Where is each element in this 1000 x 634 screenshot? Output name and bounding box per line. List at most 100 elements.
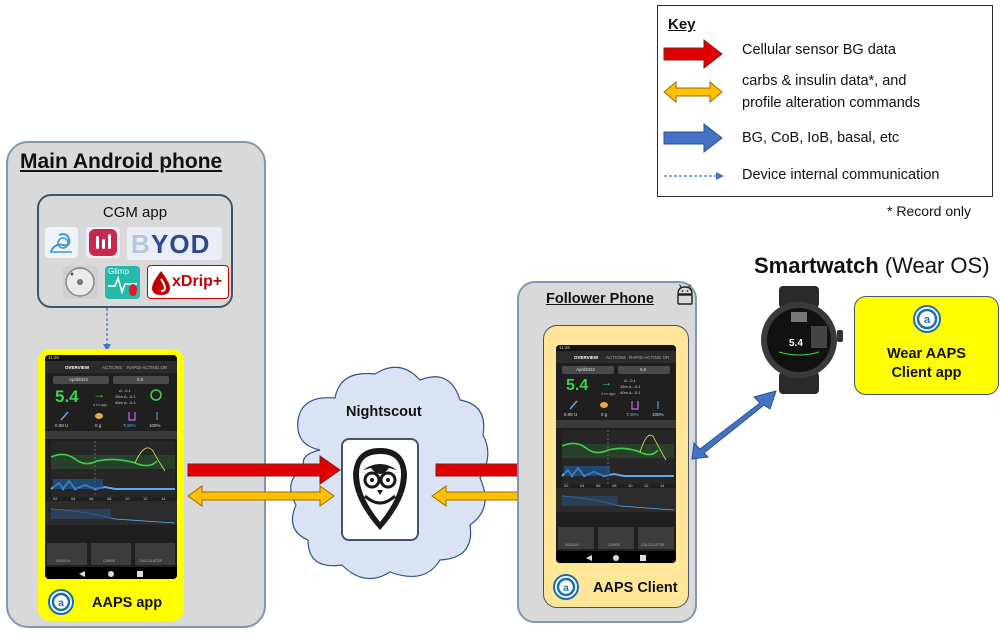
nightscout-owl-icon [353,448,407,530]
main-basal: T:40% [123,423,136,428]
follower-insulin-button[interactable] [558,527,594,549]
main-phone-screen: 11:26 OVERVIEW ACTIONS RAPID-ACTING OR A… [45,355,177,579]
follower-axis-4: 10 [628,483,633,488]
follower-axis-2: 06 [596,483,601,488]
aaps-app-logo-icon: a [48,589,74,615]
nightscout-logo-box [341,438,419,541]
key-blue-arrow [663,122,723,154]
glimp-app-icon: Glimp [105,266,140,299]
main-status-icons [60,411,158,421]
byod-logo-icon: B YOD [127,227,222,260]
follower-axis-0: 02 [564,483,569,488]
main-cob: 0 g [95,423,102,428]
wear-aaps-client-label: Wear AAPS Client app [887,346,966,381]
follower-insulin-label: INSULIN [565,543,579,547]
main-insulin-button[interactable] [47,543,87,565]
follower-axis-6: 14 [660,483,665,488]
red-arrow-main-to-ns [187,455,341,485]
follower-tab-rapid[interactable]: RAPID-ACTING OR [629,355,670,360]
svg-text:a: a [924,314,931,326]
follower-tab-overview[interactable]: OVERVIEW [574,355,599,360]
aaps-app-label: AAPS app [92,595,163,611]
main-tab-actions[interactable]: ACTIONS [102,365,123,370]
internal-dotted-arrow [103,308,111,351]
record-only-note: * Record only [887,203,972,219]
main-axis-6: 14 [161,496,166,501]
follower-axis-5: 12 [644,483,649,488]
smartwatch-icon: 5.4 [761,286,843,394]
follower-status-icons [569,400,659,410]
follower-phone-title: Follower Phone [546,291,654,307]
main-bg-value: 5.4 [55,387,79,406]
key-orange-double-arrow [663,80,723,104]
follower-calculator-button[interactable] [638,527,674,549]
follower-nav-bar [556,551,676,563]
nightscout-title: Nightscout [346,404,422,420]
xdrip-logo-icon: xDrip+ [147,265,229,299]
key-label-sensor: Cellular sensor BG data [742,42,896,58]
main-delta1: Δ: -0.1 [119,388,131,393]
main-delta2: 15m Δ: -0.1 [115,394,136,399]
main-carbs-button[interactable] [91,543,131,565]
follower-delta1: Δ: -0.1 [624,378,636,383]
main-insulin-label: INSULIN [56,559,70,563]
main-axis-4: 10 [125,496,130,501]
xdrip-text: xDrip+ [172,273,223,290]
follower-iob: 0.08 U [564,412,578,417]
follower-calculator-label: CALCULATOR [641,543,665,547]
glimp-text: Glimp [108,267,129,276]
svg-text:5.4: 5.4 [789,338,803,349]
follower-autosens: 100% [652,412,664,417]
key-legend: Key Cellular sensor BG data carbs & insu… [657,5,993,197]
follower-bg-graph [556,420,676,512]
orange-arrow-main-ns [187,485,335,507]
byod-text: YOD [151,229,211,259]
main-axis-5: 12 [143,496,148,501]
follower-target: 5.5 [640,367,647,372]
aaps-client-logo-icon: a [553,574,579,600]
main-target: 5.5 [137,377,144,382]
smartwatch-title: Smartwatch (Wear OS) [754,253,990,278]
main-profile: April2022 [69,377,89,382]
main-bg-ago: 4 m ago [93,402,108,407]
main-nav-bar [45,567,177,579]
main-bg-arrow: → [93,387,105,401]
main-tab-overview[interactable]: OVERVIEW [65,365,90,370]
bar-chart-app-icon [86,227,120,258]
main-bg-graph [45,431,177,525]
follower-screen-time: 11:26 [559,345,570,350]
key-label-profile: profile alteration commands [742,95,921,111]
blue-arrow-follower-watch [691,390,777,460]
aaps-client-label: AAPS Client [593,580,678,596]
snail-icon [45,227,78,258]
follower-axis-1: 04 [580,483,585,488]
sensor-disc-icon [63,266,98,299]
svg-text:B: B [131,229,150,259]
svg-text:a: a [563,583,569,594]
follower-carbs-button[interactable] [598,527,634,549]
follower-profile: April2022 [576,367,596,372]
follower-delta3: 40m Δ: -0.1 [620,390,641,395]
main-axis-3: 08 [107,496,112,501]
follower-cob: 0 g [601,412,608,417]
key-label-internal: Device internal communication [742,167,940,183]
main-calculator-button[interactable] [135,543,175,565]
main-iob: 0.08 U [55,423,69,428]
main-calculator-label: CALCULATOR [139,559,163,563]
follower-bg-arrow: → [601,377,612,389]
main-carbs-label: CARBS [103,559,116,563]
follower-tab-actions[interactable]: ACTIONS [606,355,627,360]
main-phone-title: Main Android phone [20,150,223,173]
follower-basal: T:40% [626,412,639,417]
main-screen-time: 11:26 [48,355,59,360]
svg-text:a: a [58,598,64,609]
key-red-arrow [663,38,723,70]
main-tab-rapid[interactable]: RAPID-ACTING OR [127,365,168,370]
key-label-bg: BG, CoB, IoB, basal, etc [742,130,900,146]
cgm-app-title: CGM app [102,204,168,221]
follower-bg-value: 5.4 [566,377,589,394]
main-loop-icon[interactable] [149,388,163,402]
key-title: Key [668,16,696,33]
main-axis-0: 02 [53,496,58,501]
follower-delta2: 15m Δ: -0.1 [620,384,641,389]
